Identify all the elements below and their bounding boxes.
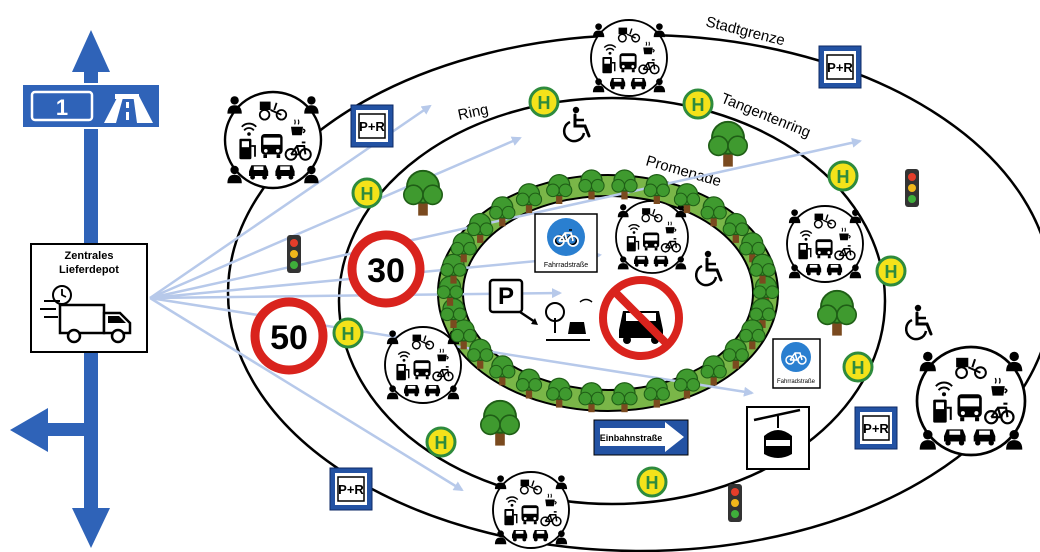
svg-text:H: H: [435, 433, 448, 453]
speed-sign-50: 50: [250, 297, 328, 375]
bus-stop-icon: H: [636, 466, 668, 498]
wheelchair-icon: [562, 105, 591, 143]
svg-text:30: 30: [367, 252, 405, 290]
traffic-light-icon: [287, 235, 301, 273]
tree-icon: [402, 169, 444, 217]
depot-title-line2: Lieferdepot: [59, 264, 119, 276]
svg-text:P+R: P+R: [338, 482, 364, 497]
svg-text:H: H: [852, 358, 865, 378]
bike-street-sign: Fahrradstraße: [772, 338, 821, 389]
park-ride-sign: P+R: [329, 467, 373, 511]
mobility-hub: [385, 327, 461, 403]
svg-text:H: H: [342, 324, 355, 344]
speed-sign-30: 30: [347, 230, 425, 308]
svg-text:P+R: P+R: [827, 60, 853, 75]
svg-text:P+R: P+R: [359, 119, 385, 134]
mobility-hub: [225, 92, 321, 188]
tree-icon: [816, 289, 858, 337]
park-icon: [545, 298, 593, 341]
one-way-sign: Einbahnstraße: [593, 419, 689, 456]
mobility-hub: [616, 201, 688, 273]
mobility-hub: [787, 206, 863, 282]
svg-text:H: H: [646, 473, 659, 493]
route-arrow: [149, 296, 464, 492]
bus-stop-icon: H: [332, 317, 364, 349]
depot-title: Zentrales Lieferdepot: [32, 249, 146, 277]
clock-icon: [52, 285, 72, 305]
no-cars-icon: [599, 276, 683, 360]
svg-text:H: H: [885, 262, 898, 282]
mobility-hub: [591, 20, 667, 96]
mobility-hub: [493, 472, 569, 548]
bus-stop-icon: H: [842, 351, 874, 383]
gondola-icon: [746, 406, 810, 470]
svg-text:H: H: [837, 167, 850, 187]
svg-text:P: P: [498, 283, 514, 310]
svg-text:H: H: [361, 184, 374, 204]
svg-text:Einbahnstraße: Einbahnstraße: [600, 433, 663, 443]
svg-text:50: 50: [270, 319, 308, 357]
svg-text:P+R: P+R: [863, 421, 889, 436]
park-ride-sign: P+R: [854, 406, 898, 450]
bus-stop-icon: H: [875, 255, 907, 287]
bus-stop-icon: H: [827, 160, 859, 192]
ring-zone: [337, 96, 887, 506]
truck-icon: [40, 285, 132, 344]
bus-stop-icon: H: [682, 88, 714, 120]
mobility-hub: [917, 347, 1025, 455]
bus-stop-icon: H: [425, 426, 457, 458]
svg-text:H: H: [538, 93, 551, 113]
highway-icon: [104, 94, 153, 123]
traffic-light-icon: [728, 484, 742, 522]
wheelchair-icon: [904, 303, 933, 341]
ring-label: Ring: [456, 101, 490, 124]
route-arrow: [149, 136, 522, 300]
svg-text:Fahrradstraße: Fahrradstraße: [777, 379, 816, 385]
svg-text:H: H: [692, 95, 705, 115]
bike-street-sign: Fahrradstraße: [534, 213, 598, 273]
park-ride-sign: P+R: [818, 45, 862, 89]
park-ride-sign: P+R: [350, 104, 394, 148]
parking-sign: P: [488, 278, 538, 325]
bus-stop-icon: H: [351, 177, 383, 209]
traffic-light-icon: [905, 169, 919, 207]
tree-icon: [707, 120, 749, 168]
svg-text:Fahrradstraße: Fahrradstraße: [544, 262, 588, 269]
bus-stop-icon: H: [528, 86, 560, 118]
central-depot: Zentrales Lieferdepot: [30, 243, 148, 353]
highway-number: 1: [56, 95, 68, 120]
tree-icon: [479, 399, 521, 447]
depot-title-line1: Zentrales: [64, 250, 114, 262]
